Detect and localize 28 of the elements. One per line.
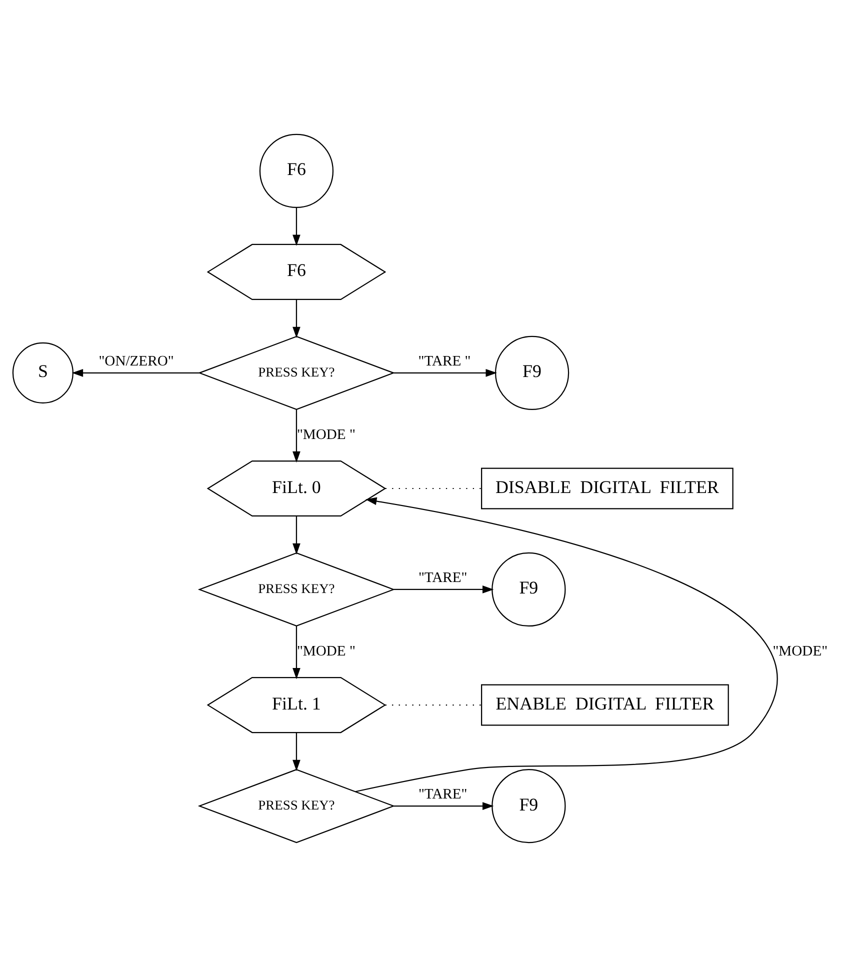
arrow <box>355 496 777 792</box>
edge-label: "TARE" <box>418 570 468 586</box>
edge-label: "MODE " <box>296 643 356 660</box>
arrow <box>292 207 300 246</box>
arrow <box>292 409 300 462</box>
edge-label: "TARE " <box>418 353 471 370</box>
node-circle: F6 <box>259 133 334 208</box>
arrow <box>72 368 200 376</box>
edge-label: "TARE" <box>418 786 468 802</box>
node-diamond: PRESS KEY? <box>198 552 396 626</box>
node-circle: F9 <box>494 335 570 410</box>
edge-label: "ON/ZERO" <box>98 353 174 370</box>
node-circle: F9 <box>492 768 566 843</box>
node-box: ENABLE DIGITAL FILTER <box>481 684 729 726</box>
node-diamond: PRESS KEY? <box>198 768 396 843</box>
arrow <box>292 732 300 771</box>
arrow <box>292 299 300 338</box>
edge-label: "MODE" <box>772 643 828 660</box>
edge-label: "MODE " <box>296 426 356 443</box>
node-circle: S <box>12 342 74 403</box>
arrow <box>394 585 494 593</box>
arrow <box>292 626 300 679</box>
arrow <box>394 368 497 376</box>
node-box: DISABLE DIGITAL FILTER <box>481 467 734 509</box>
arrow <box>292 516 300 554</box>
node-diamond: PRESS KEY? <box>198 335 396 410</box>
arrow <box>394 802 494 810</box>
node-circle: F9 <box>492 552 566 626</box>
